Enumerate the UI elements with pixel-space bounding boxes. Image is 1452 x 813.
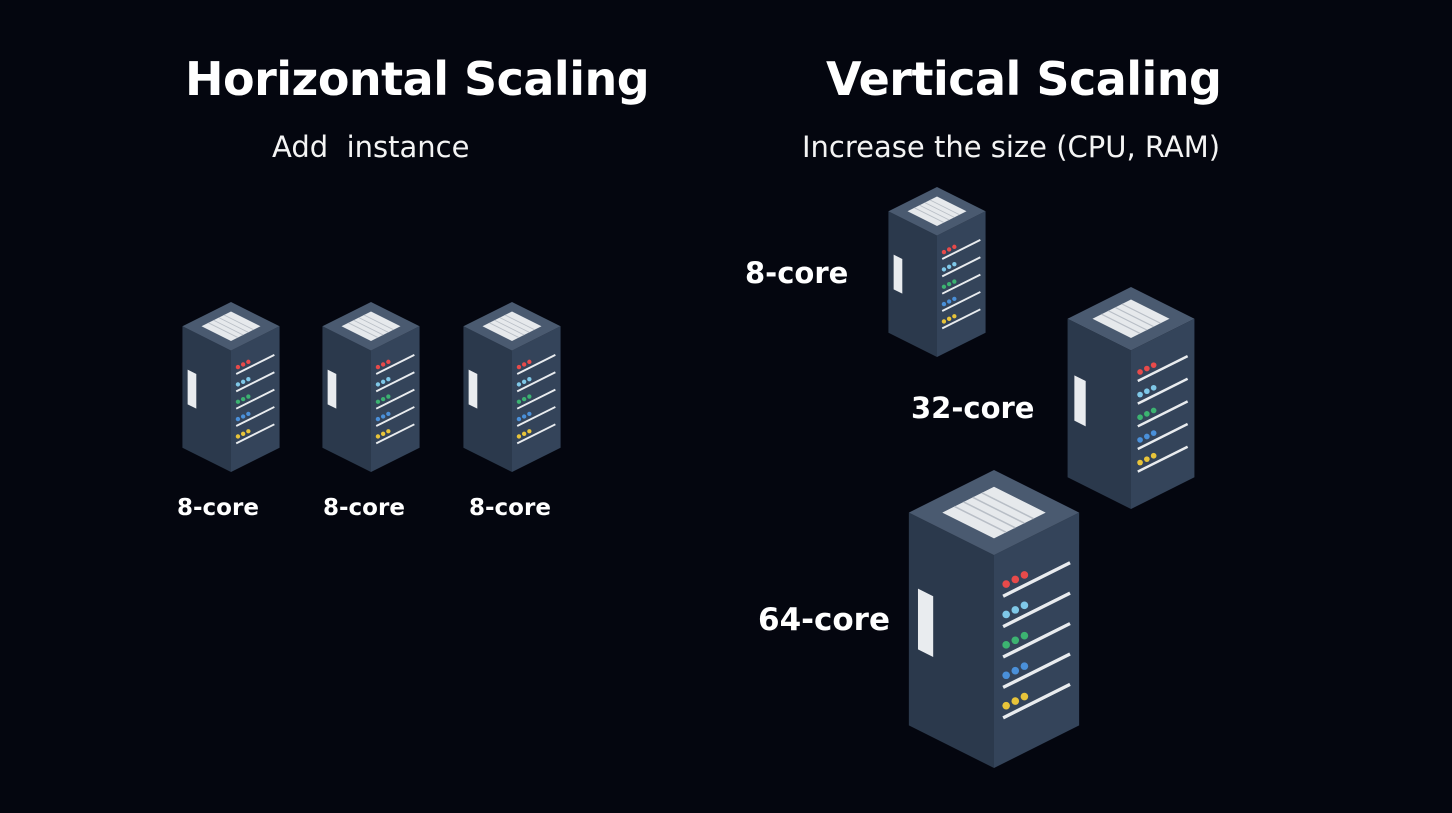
server-label: 32-core — [911, 391, 1035, 425]
vertical-subtitle: Increase the size (CPU, RAM) — [802, 130, 1221, 164]
server-icon — [907, 470, 1081, 768]
server-icon — [181, 302, 281, 472]
server-label: 8-core — [323, 495, 405, 521]
server-label: 8-core — [469, 495, 551, 521]
horizontal-subtitle: Add instance — [272, 130, 470, 164]
server-icon — [321, 302, 421, 472]
server-icon — [887, 187, 987, 357]
server-label: 8-core — [745, 256, 849, 290]
server-icon — [462, 302, 562, 472]
horizontal-title: Horizontal Scaling — [185, 52, 650, 106]
vertical-title: Vertical Scaling — [826, 52, 1222, 106]
server-label: 8-core — [177, 495, 259, 521]
server-label: 64-core — [758, 602, 890, 638]
